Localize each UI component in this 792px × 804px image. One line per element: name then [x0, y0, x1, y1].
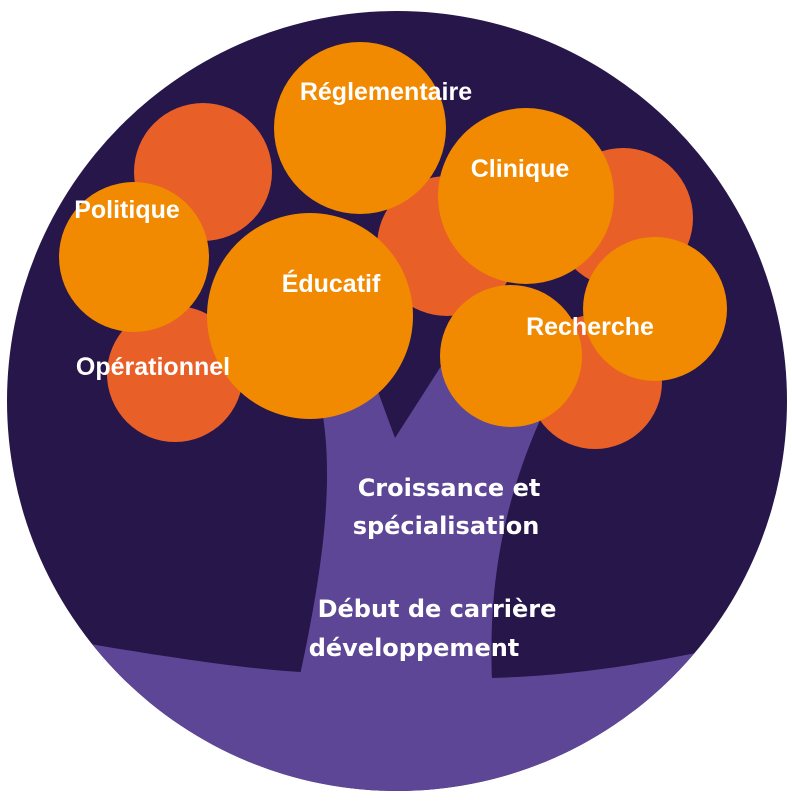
leaf-circle-primary [440, 285, 582, 427]
branch-label-politique: Politique [74, 196, 180, 224]
trunk-label-growth-line2: spécialisation [353, 512, 540, 540]
leaf-circle-primary [438, 108, 614, 284]
leaf-circle-primary [207, 213, 413, 419]
branch-label-recherche: Recherche [526, 313, 654, 341]
leaf-circle-primary [583, 237, 727, 381]
leaf-circle-secondary [107, 306, 243, 442]
leaf-circle-primary [59, 182, 209, 332]
trunk-label-early-career-line1: Début de carrière [318, 595, 557, 623]
branch-label-clinique: Clinique [471, 155, 570, 183]
leaf-circle-primary [274, 42, 446, 214]
trunk-label-early-career-line2: développement [309, 634, 520, 662]
branch-label-educatif: Éducatif [282, 269, 381, 298]
branch-label-operationnel: Opérationnel [76, 353, 230, 381]
branch-label-reglementaire: Réglementaire [300, 78, 472, 106]
tree-trunk [300, 360, 540, 680]
trunk-label-growth-line1: Croissance et [358, 474, 541, 502]
